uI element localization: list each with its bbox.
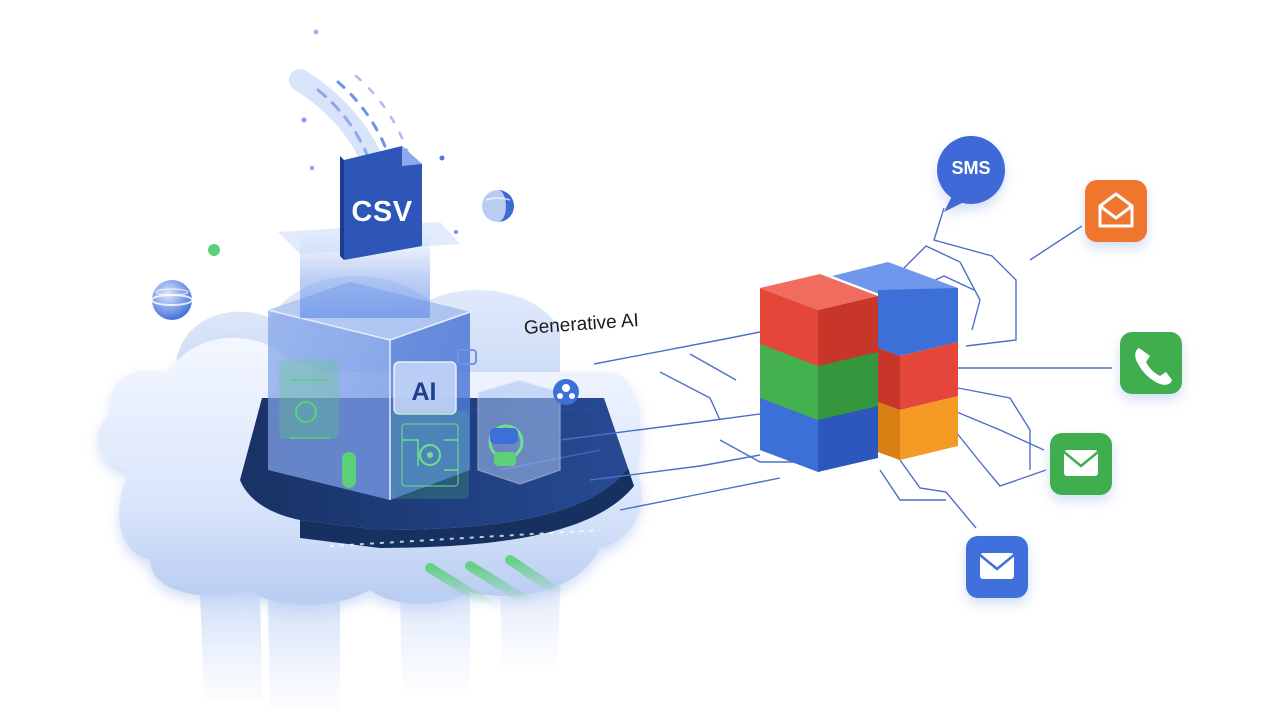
sphere-orb-right <box>482 190 514 222</box>
gear-module <box>457 349 561 485</box>
phone-icon <box>1135 348 1172 385</box>
cloud-base-pillars <box>200 555 565 710</box>
sms-channel <box>937 136 1005 212</box>
chip-icon <box>393 361 457 415</box>
green-email-channel <box>1050 433 1112 495</box>
stacked-color-blocks <box>760 262 958 472</box>
circuit-board-panel <box>391 411 469 499</box>
sms-label: SMS <box>951 158 991 178</box>
chat-bubble-icon <box>937 136 1005 204</box>
network-node-icon <box>553 379 579 405</box>
envelope-icon <box>979 553 1015 579</box>
ai-chip-label: AI <box>411 378 437 406</box>
data-beam <box>300 236 430 318</box>
envelope-icon <box>1063 450 1099 476</box>
phone-channel <box>1120 332 1182 394</box>
sphere-orb-left <box>151 280 193 320</box>
orange-notification-channel <box>1085 180 1147 242</box>
blue-email-channel <box>966 536 1028 598</box>
csv-label: CSV <box>351 196 413 228</box>
envelope-open-icon <box>1098 192 1134 228</box>
csv-file-badge <box>340 146 422 260</box>
